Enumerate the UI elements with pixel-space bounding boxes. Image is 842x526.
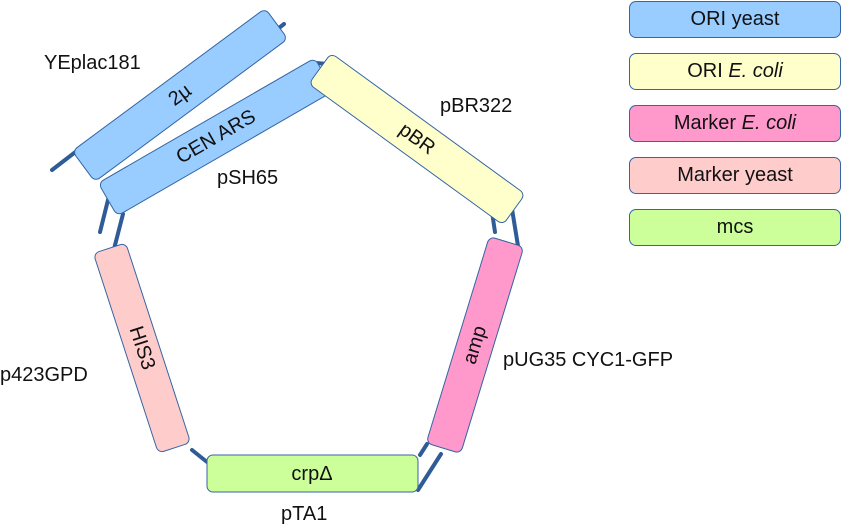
connector-amp-bottom-b [416, 452, 443, 492]
legend-ori-ecoli-text: ORI [687, 60, 729, 82]
connector-cen-bottom-b [112, 212, 125, 251]
part-crp-label: crpΔ [291, 463, 332, 485]
part-his3: HIS3 [94, 243, 190, 453]
legend-mcs: mcs [629, 209, 841, 246]
label-pta1: pTA1 [281, 503, 327, 525]
part-crp-box [206, 454, 419, 493]
connector-amp-bottom-a [418, 442, 429, 457]
legend-marker-ecoli-text: Marker [673, 112, 742, 134]
part-crp: crpΔ [206, 454, 419, 493]
connector-pbr-bottom-b [510, 207, 520, 248]
legend-marker-ecoli-italic: E. coli [741, 112, 797, 134]
part-his3-box [94, 243, 190, 453]
part-2u: 2µ [74, 10, 286, 180]
connector-2u-bottom [50, 148, 80, 172]
legend-ori-yeast-text: ORI yeast [690, 8, 780, 30]
label-pbr322: pBR322 [440, 95, 512, 117]
part-pbr-box [310, 54, 524, 224]
part-amp: amp [427, 237, 523, 453]
legend-mcs-text: mcs [716, 216, 754, 238]
legend-ori-yeast: ORI yeast [629, 1, 841, 38]
part-pbr: pBR [310, 54, 524, 224]
legend-marker-ecoli: Marker E. coli [629, 105, 841, 142]
connector-his3-bottom [190, 448, 209, 464]
legend-marker-yeast: Marker yeast [629, 157, 841, 194]
label-yeplac181: YEplac181 [44, 52, 141, 74]
legend-marker-yeast-text: Marker yeast [677, 164, 793, 186]
legend-ori-ecoli: ORI E. coli [629, 53, 841, 90]
label-p423gpd: p423GPD [0, 364, 88, 386]
legend-ori-ecoli-italic: E. coli [728, 60, 783, 82]
part-amp-box [427, 237, 523, 453]
label-psh65: pSH65 [217, 167, 278, 189]
label-pug35: pUG35 CYC1-GFP [503, 349, 673, 371]
part-2u-box [74, 10, 286, 180]
